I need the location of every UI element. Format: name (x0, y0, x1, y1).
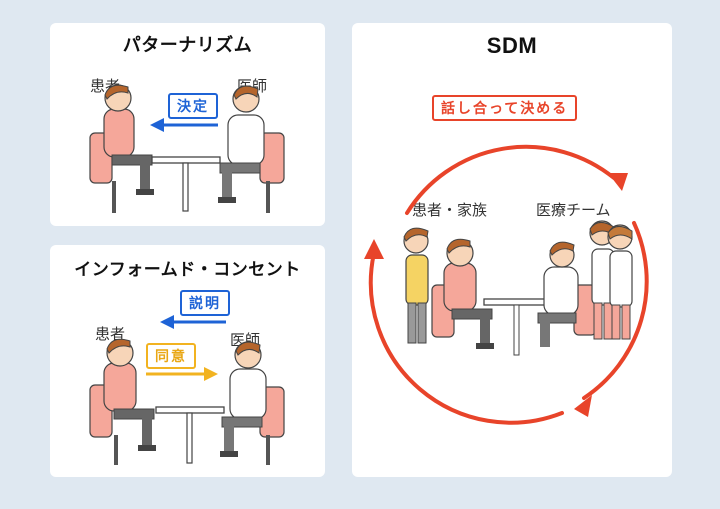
discuss-tag: 話し合って決める (432, 95, 578, 121)
nurse-figure (589, 220, 615, 340)
decision-tag: 決定 (168, 93, 218, 119)
explain-tag: 説明 (180, 290, 230, 316)
sdm-panel: SDM 話し合って決める 患者・家族 医療チーム (352, 23, 672, 477)
sdm-title: SDM (486, 33, 538, 58)
table (151, 156, 221, 212)
cycle-arrowheads (364, 173, 628, 417)
blue-arrow-left (160, 315, 226, 329)
table (155, 406, 225, 464)
doctor-figure (220, 341, 285, 465)
nurse-figure-2 (607, 224, 633, 340)
agree-tag: 同意 (146, 343, 196, 369)
patient-figure (431, 238, 494, 349)
patient-figure (89, 338, 156, 465)
sdm-illustration (364, 144, 649, 425)
family-label: 患者・家族 (412, 201, 488, 219)
doctor-figure (218, 85, 285, 213)
family-figure (403, 227, 429, 344)
informed-consent-title: インフォームド・コンセント (74, 260, 301, 280)
paternalism-panel: パターナリズム 患者 医師 決定 (50, 23, 325, 226)
patient-label: 患者 (95, 325, 126, 343)
informed-consent-panel: インフォームド・コンセント 説明 患者 医師 同意 (50, 245, 325, 477)
red-cycle-arrows (368, 144, 649, 425)
paternalism-title: パターナリズム (122, 35, 253, 56)
doctor-figure (537, 241, 597, 347)
team-label: 医療チーム (536, 201, 611, 219)
paternalism-illustration (89, 84, 285, 213)
patient-figure (89, 84, 154, 213)
blue-arrow-left (150, 118, 218, 132)
yellow-arrow-right (146, 367, 218, 381)
informed-consent-illustration (89, 315, 285, 465)
